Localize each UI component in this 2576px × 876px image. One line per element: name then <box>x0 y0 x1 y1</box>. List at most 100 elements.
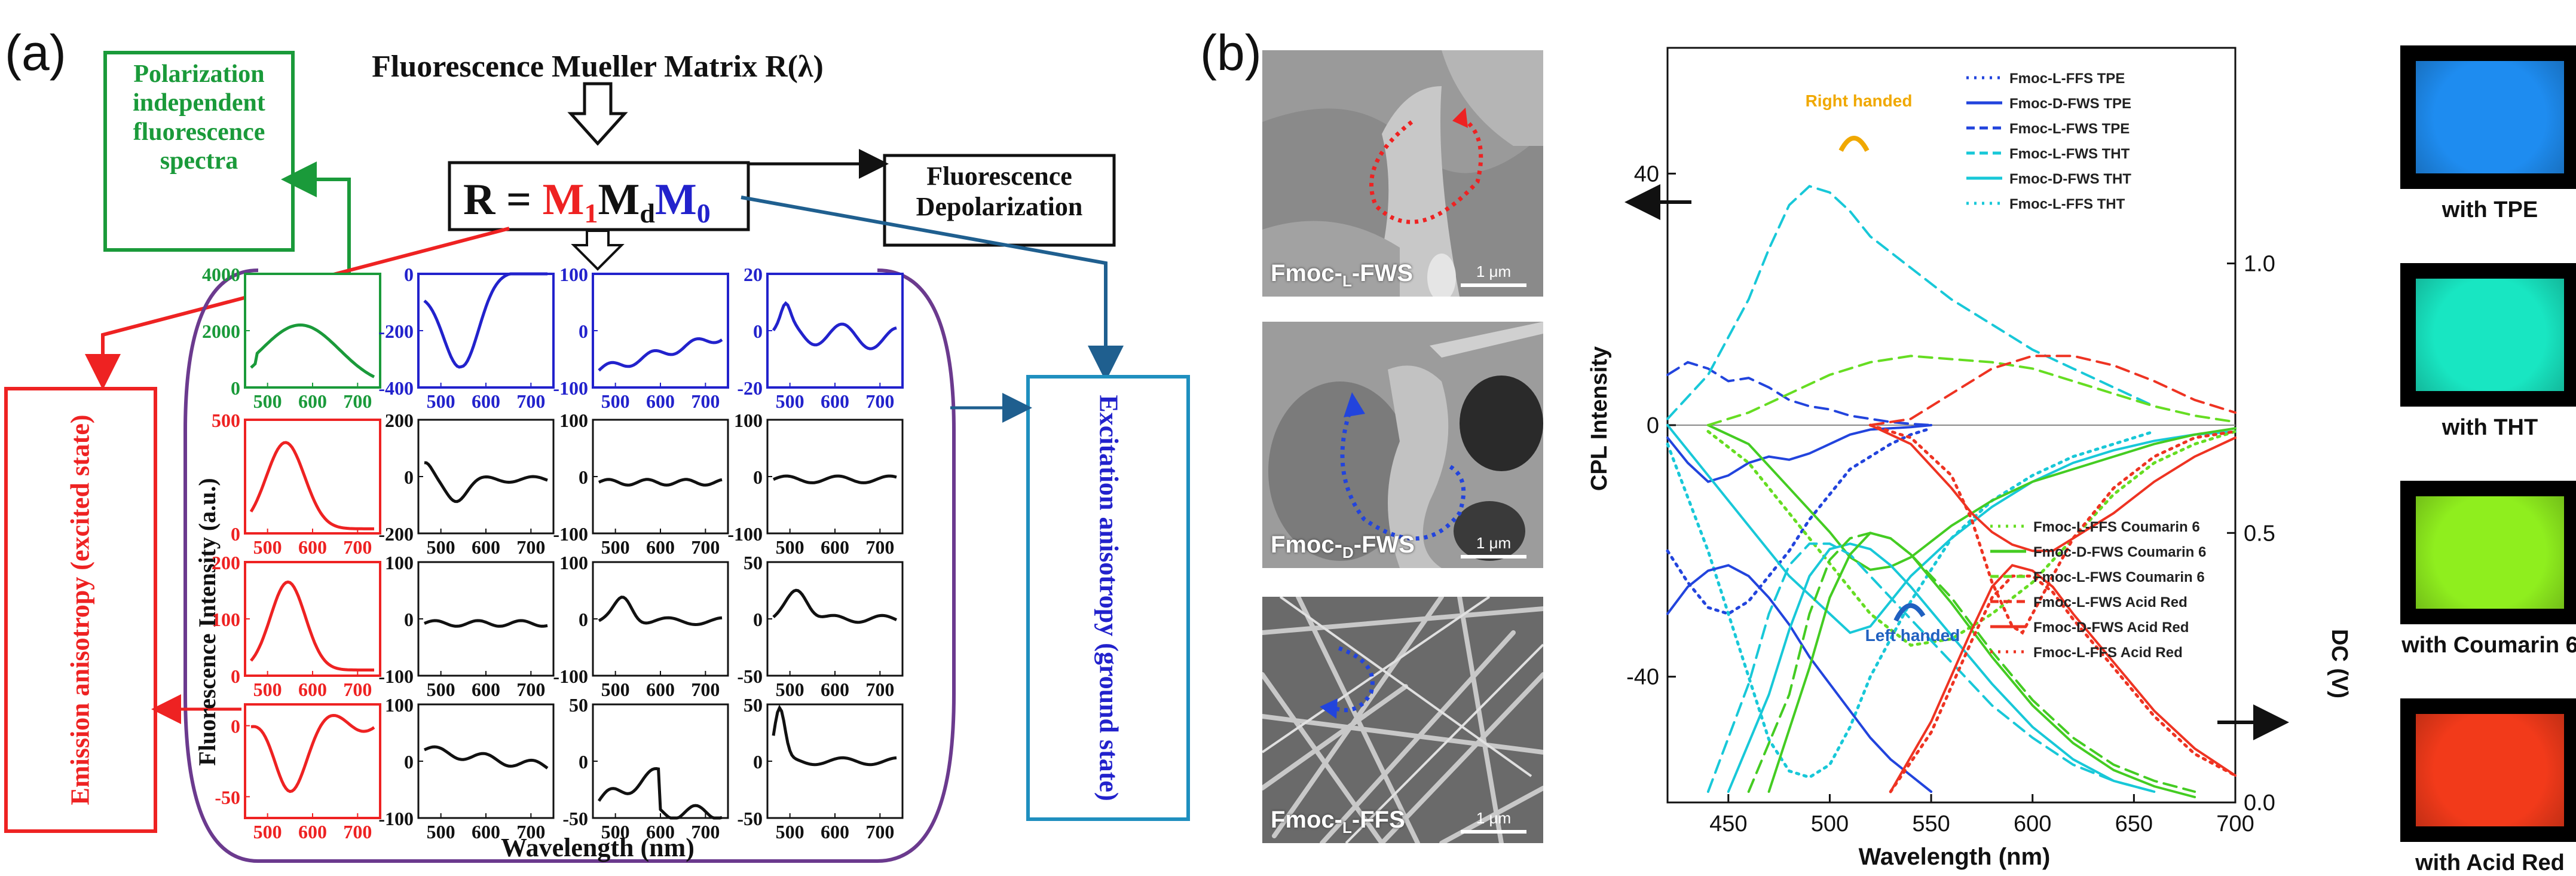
subplot-ytick: 100 <box>559 410 588 431</box>
cpl-series-line <box>1868 423 2237 635</box>
subplot-frame <box>244 273 381 389</box>
subplot-xtick: 500 <box>427 390 455 412</box>
subplot-ytick: 0 <box>753 609 763 630</box>
subplot-xtick: 500 <box>776 679 804 700</box>
equation-down-arrow <box>571 230 625 271</box>
subplot-ytick: 0 <box>404 751 414 773</box>
dc-ytick: 1.0 <box>2244 252 2275 277</box>
cpl-legend-label: Fmoc-L-FWS Coumarin 6 <box>2033 569 2205 585</box>
cpl-ytick: -40 <box>1626 665 1659 690</box>
subplot-xtick: 600 <box>298 390 327 412</box>
dc-ylabel: DC (V) <box>2327 629 2352 698</box>
equation-box <box>448 161 750 231</box>
subplot-xtick: 600 <box>298 821 327 843</box>
cpl-series-line <box>1666 424 2237 634</box>
swatch-acid-red-label: with Acid Red <box>2415 850 2565 875</box>
subplot-xtick: 600 <box>646 821 675 843</box>
subplot-curve <box>772 704 897 767</box>
subplot-ytick: -200 <box>378 523 414 545</box>
cpl-series-line <box>1889 564 2237 793</box>
cpl-series-line <box>1666 361 1933 426</box>
subplot-curve <box>772 301 897 350</box>
subplot-frame <box>766 273 904 389</box>
swatch-tht <box>2400 263 2576 407</box>
subplot-xtick: 700 <box>516 679 545 700</box>
subplot-ytick: -50 <box>737 666 763 687</box>
subplot-xtick: 600 <box>298 679 327 700</box>
polarization-box <box>103 51 295 252</box>
cpl-legend-label: Fmoc-D-FWS THT <box>2009 171 2131 187</box>
sem-label-1: Fmoc-L-FWS <box>1271 260 1414 290</box>
matrix-bracket <box>183 268 956 863</box>
subplot-ytick: 100 <box>385 552 414 573</box>
cpl-xtick: 650 <box>2115 811 2153 837</box>
subplot-ytick: 200 <box>212 552 240 573</box>
subplot-xtick: 700 <box>343 390 372 412</box>
subplot-curve <box>423 745 549 770</box>
arrow-to-emission <box>85 227 510 390</box>
cpl-ytick: 0 <box>1647 413 1659 438</box>
subplot-curve <box>250 713 375 793</box>
subplot-xtick: 500 <box>427 679 455 700</box>
subplot-curve <box>597 767 723 820</box>
subplot-ytick: -100 <box>378 808 414 829</box>
subplot-xtick: 700 <box>865 821 894 843</box>
cpl-series-line <box>1666 430 2156 779</box>
sem-texture-3 <box>1262 597 1543 843</box>
sem-texture-1 <box>1262 50 1543 297</box>
subplot-frame <box>766 561 904 677</box>
subplot-xtick: 700 <box>516 821 545 843</box>
subplot-ytick: 0 <box>753 466 763 488</box>
subplot-xtick: 700 <box>865 536 894 558</box>
rotation-arrow-1 <box>1369 108 1483 224</box>
cpl-series-line <box>1889 574 2237 793</box>
subplot-ytick: 0 <box>579 751 588 773</box>
cpl-series-line <box>1706 424 2237 571</box>
swatch-tpe-fill <box>2416 61 2564 173</box>
subplot-ytick: 100 <box>212 609 240 630</box>
cpl-ytick: 40 <box>1634 161 1659 187</box>
subplot-xtick: 700 <box>516 390 545 412</box>
subplot-xtick: 600 <box>472 821 500 843</box>
sem-image-1: Fmoc-L-FWS 1 μm <box>1262 50 1543 297</box>
subplot-xtick: 500 <box>427 821 455 843</box>
subplot-ytick: 50 <box>744 694 763 716</box>
subplot-ytick: -100 <box>727 523 763 545</box>
subplot-frame <box>244 419 381 535</box>
subplot-ytick: 500 <box>212 410 240 431</box>
subplot-xtick: 500 <box>776 390 804 412</box>
panel-a-label: (a) <box>5 25 66 81</box>
rotation-arrow-3 <box>1320 646 1375 719</box>
subplot-ytick: 2000 <box>202 321 240 342</box>
subplot-xtick: 500 <box>253 390 282 412</box>
subplot-xtick: 700 <box>865 390 894 412</box>
cpl-xtick: 700 <box>2216 811 2254 837</box>
subplot-ytick: 20 <box>744 264 763 285</box>
cpl-legend-label: Fmoc-L-FWS Acid Red <box>2033 594 2188 611</box>
left-handed-label: Left handed <box>1865 626 1960 645</box>
subplot-curve <box>250 323 375 379</box>
subplot-curve <box>598 337 723 372</box>
excitation-label: Excitation anisotropy (ground state) <box>1094 395 1124 801</box>
sem-label-2: Fmoc-D-FWS <box>1271 532 1415 561</box>
subplot-xtick: 700 <box>516 536 545 558</box>
swatch-coumarin <box>2400 481 2576 624</box>
subplot-ytick: 100 <box>734 410 763 431</box>
subplot-frame <box>417 561 555 677</box>
cpl-legend-label: Fmoc-L-FFS TPE <box>2009 71 2125 87</box>
subplot-xtick: 500 <box>601 390 630 412</box>
cpl-legend-label: Fmoc-L-FFS THT <box>2009 196 2125 212</box>
cpl-legend-label: Fmoc-L-FFS Acid Red <box>2033 645 2183 661</box>
subplot-ytick: -100 <box>378 666 414 687</box>
subplot-xtick: 500 <box>776 536 804 558</box>
subplot-xtick: 600 <box>646 536 675 558</box>
subplot-xtick: 600 <box>472 536 500 558</box>
subplot-xtick: 700 <box>865 679 894 700</box>
subplot-xtick: 600 <box>472 679 500 700</box>
